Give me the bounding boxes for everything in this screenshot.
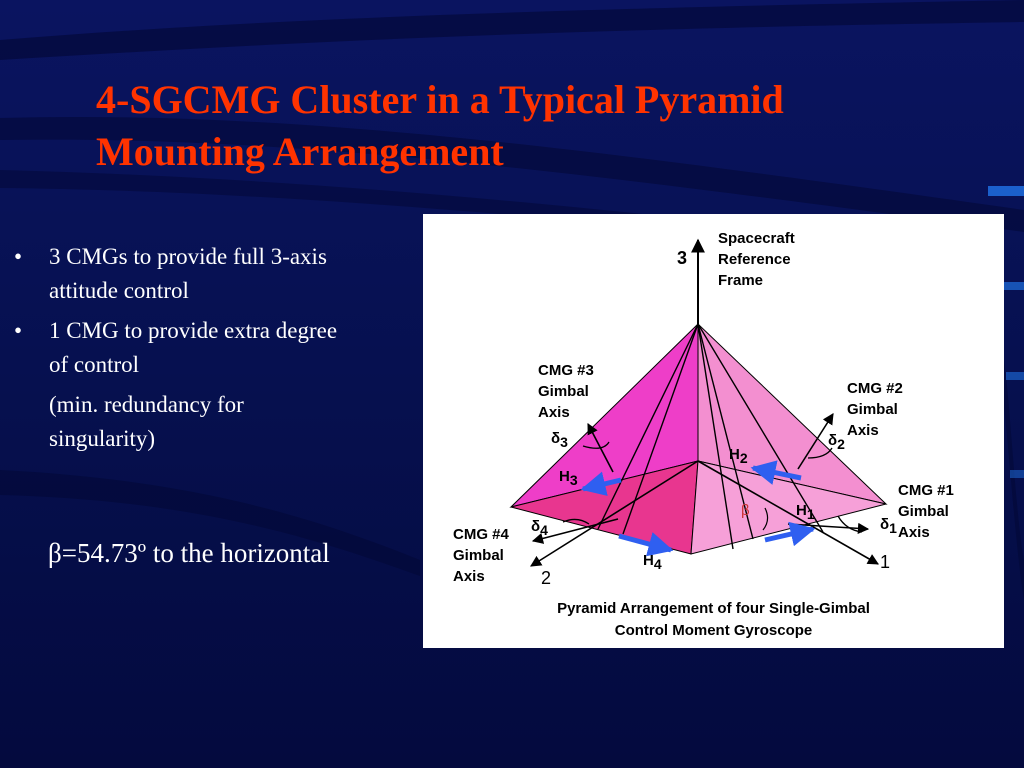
title-line-2: Mounting Arrangement xyxy=(96,129,504,174)
axis-1-arrow xyxy=(697,460,879,565)
h1-vector xyxy=(764,521,816,547)
axis-2-arrow xyxy=(530,460,699,567)
cmg4-gimbal-axis xyxy=(531,518,619,544)
h-symbol: H xyxy=(729,446,740,463)
title-line-1: 4-SGCMG Cluster in a Typical Pyramid xyxy=(96,77,784,122)
reference-frame-label: Spacecraft Reference Frame xyxy=(718,228,795,291)
delta-symbol: δ xyxy=(828,432,838,449)
frame-label-line: Spacecraft xyxy=(718,230,795,247)
delta-symbol: δ xyxy=(880,516,890,533)
caption-line: Pyramid Arrangement of four Single-Gimba… xyxy=(557,600,870,617)
figure-caption: Pyramid Arrangement of four Single-Gimba… xyxy=(423,598,1004,642)
bullet-text-line: of control xyxy=(49,352,140,377)
delta-symbol: δ xyxy=(531,518,541,535)
delta-subscript: 2 xyxy=(837,436,845,452)
h4-vector xyxy=(618,532,674,557)
cmg2-label-line: Gimbal xyxy=(847,401,898,418)
bullet-item: • 3 CMGs to provide full 3-axis attitude… xyxy=(12,240,412,308)
bullet-marker: • xyxy=(14,244,23,269)
bullet-list: • 3 CMGs to provide full 3-axis attitude… xyxy=(12,240,412,456)
sub-note-line: singularity) xyxy=(49,426,156,451)
caption-line: Control Moment Gyroscope xyxy=(614,622,813,639)
delta3-label: δ3 xyxy=(551,428,568,453)
bullet-text-line: 3 CMGs to provide full 3-axis xyxy=(49,244,327,269)
h1-label: H1 xyxy=(796,500,815,525)
cmg2-label: CMG #2 Gimbal Axis xyxy=(847,378,903,441)
h-symbol: H xyxy=(796,502,807,519)
h2-vector xyxy=(750,460,802,485)
cmg4-label-line: CMG #4 xyxy=(453,526,509,543)
pyramid-drawing xyxy=(509,238,888,567)
cmg3-label-line: CMG #3 xyxy=(538,362,594,379)
cmg3-label: CMG #3 Gimbal Axis xyxy=(538,360,594,423)
cmg4-label-line: Gimbal xyxy=(453,547,504,564)
sub-note-line: (min. redundancy for xyxy=(49,392,244,417)
beta-angle-label: β xyxy=(741,502,750,519)
axis-2-label: 2 xyxy=(541,568,552,588)
delta-subscript: 1 xyxy=(889,520,897,536)
cmg1-label: CMG #1 Gimbal Axis xyxy=(898,480,954,543)
cmg3-label-line: Gimbal xyxy=(538,383,589,400)
cmg4-label-line: Axis xyxy=(453,568,485,585)
h-subscript: 3 xyxy=(569,472,578,488)
cmg1-label-line: Axis xyxy=(898,524,930,541)
delta4-label: δ4 xyxy=(531,516,548,541)
delta-subscript: 4 xyxy=(540,522,548,538)
h3-vector xyxy=(580,471,622,496)
h-subscript: 1 xyxy=(806,506,815,522)
cmg1-label-line: Gimbal xyxy=(898,503,949,520)
cmg2-label-line: CMG #2 xyxy=(847,380,903,397)
h-symbol: H xyxy=(643,552,654,569)
h-symbol: H xyxy=(559,468,570,485)
h4-label: H4 xyxy=(643,550,662,575)
cmg3-label-line: Axis xyxy=(538,404,570,421)
bullet-marker: • xyxy=(14,318,23,343)
delta1-label: δ1 xyxy=(880,514,897,539)
bullet-text-line: attitude control xyxy=(49,278,189,303)
h-subscript: 2 xyxy=(739,450,748,466)
sub-note: (min. redundancy for singularity) xyxy=(12,388,412,456)
beta-note: β=54.73º to the horizontal xyxy=(48,538,330,568)
bullet-item: • 1 CMG to provide extra degree of contr… xyxy=(12,314,412,382)
cmg1-label-line: CMG #1 xyxy=(898,482,954,499)
frame-label-line: Reference xyxy=(718,251,791,268)
h3-label: H3 xyxy=(559,466,578,491)
h2-label: H2 xyxy=(729,444,748,469)
delta-symbol: δ xyxy=(551,430,561,447)
axis-3-label: 3 xyxy=(677,248,688,268)
frame-label-line: Frame xyxy=(718,272,764,289)
delta2-label: δ2 xyxy=(828,430,845,455)
cmg2-label-line: Axis xyxy=(847,422,879,439)
cmg2-gimbal-axis xyxy=(797,413,834,470)
bullet-text-line: 1 CMG to provide extra degree xyxy=(49,318,338,343)
delta-subscript: 3 xyxy=(560,434,568,450)
slide-title: 4-SGCMG Cluster in a Typical Pyramid Mou… xyxy=(96,74,976,178)
pyramid-figure: 3 Spacecraft Reference Frame CMG #3 Gimb… xyxy=(423,214,1004,648)
h-subscript: 4 xyxy=(653,556,662,572)
axis-1-label: 1 xyxy=(880,552,891,572)
cmg4-label: CMG #4 Gimbal Axis xyxy=(453,524,509,587)
